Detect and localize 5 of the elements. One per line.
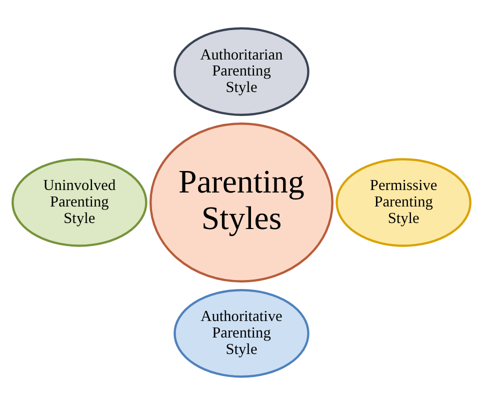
node-ellipse: Parenting Styles	[150, 122, 334, 282]
node-ellipse: Authoritative Parenting Style	[174, 288, 310, 378]
node-ellipse: Permissive Parenting Style	[336, 158, 472, 246]
node-ellipse: Uninvolved Parenting Style	[12, 158, 148, 246]
node-ellipse: Authoritarian Parenting Style	[174, 26, 310, 116]
